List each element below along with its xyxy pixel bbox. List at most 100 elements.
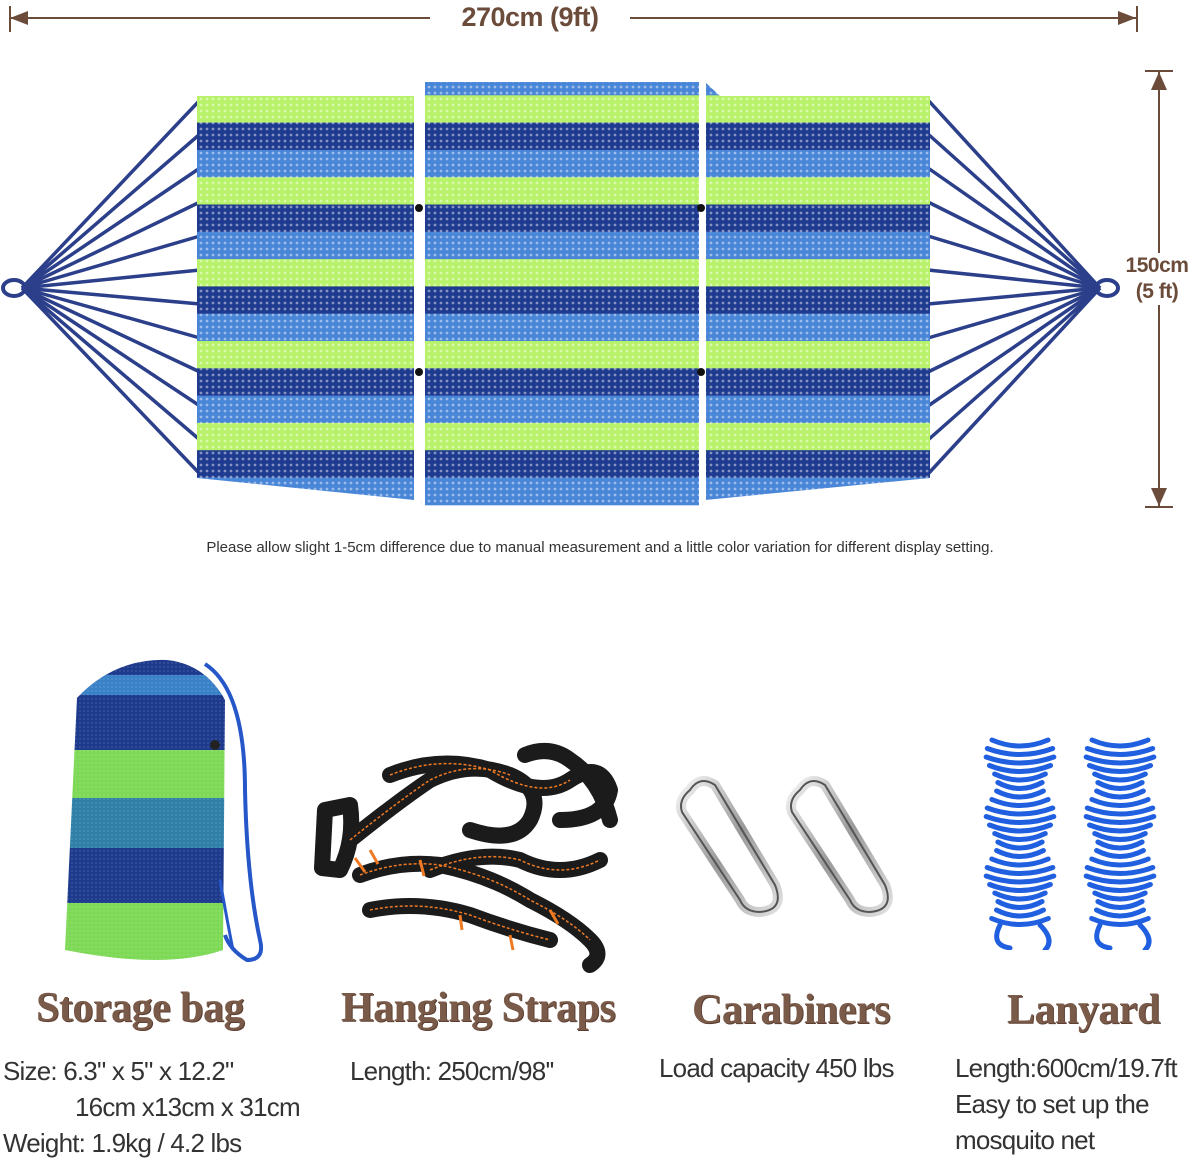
rope-strand bbox=[21, 200, 201, 290]
lanyard-coil bbox=[1083, 754, 1157, 766]
rope-strand bbox=[927, 200, 1101, 290]
lanyard-note-line2: mosquito net bbox=[955, 1125, 1095, 1155]
measurement-note: Please allow slight 1-5cm difference due… bbox=[206, 539, 994, 556]
lanyard-coil bbox=[995, 839, 1045, 851]
lanyard-coil bbox=[1095, 899, 1145, 910]
spreader-hole bbox=[415, 368, 423, 376]
lanyard-coil bbox=[989, 737, 1051, 749]
hanging-straps-title: Hanging Straps bbox=[341, 985, 616, 1031]
lanyard-coil bbox=[994, 788, 1046, 800]
rope-strand bbox=[927, 286, 1101, 374]
rope-strand bbox=[20, 98, 202, 290]
lanyard-coil bbox=[1084, 805, 1156, 817]
lanyard-coil bbox=[992, 831, 1048, 842]
lanyard-coil bbox=[987, 822, 1053, 834]
lanyard-coil bbox=[1089, 916, 1151, 927]
lanyard-coil bbox=[989, 916, 1051, 927]
lanyard-image bbox=[983, 737, 1157, 950]
rope-right bbox=[926, 98, 1102, 476]
rope-strand bbox=[927, 268, 1101, 290]
rope-strand bbox=[21, 286, 201, 340]
storage-bag-weight: Weight: 1.9kg / 4.2 lbs bbox=[3, 1128, 242, 1158]
ring-left bbox=[1, 278, 27, 298]
lanyard-coil bbox=[1083, 873, 1157, 885]
lanyard-coil bbox=[983, 814, 1057, 825]
rope-strand bbox=[926, 286, 1102, 476]
lanyard-coil bbox=[989, 856, 1051, 868]
lanyard-coil bbox=[984, 865, 1056, 876]
lanyard-coil bbox=[1095, 839, 1145, 851]
arrow-left-icon bbox=[10, 11, 28, 25]
lanyard-coil bbox=[987, 882, 1053, 893]
rope-strand bbox=[20, 286, 202, 442]
lanyard-coil bbox=[992, 890, 1048, 902]
width-dimension-cap-left bbox=[9, 6, 11, 32]
height-label: 150cm (5 ft) bbox=[1112, 253, 1200, 305]
hammock-bed bbox=[197, 73, 930, 508]
storage-bag-image bbox=[65, 659, 264, 963]
lanyard-coil bbox=[994, 848, 1046, 859]
storage-bag-size-cm: 16cm x13cm x 31cm bbox=[75, 1092, 301, 1122]
hanging-straps-length: Length: 250cm/98'' bbox=[350, 1056, 554, 1086]
height-label-ft: (5 ft) bbox=[1135, 280, 1179, 303]
lanyard-coil bbox=[986, 763, 1054, 774]
rope-strand bbox=[926, 98, 1102, 290]
lanyard-title: Lanyard bbox=[1007, 987, 1160, 1033]
rope-strand bbox=[926, 166, 1102, 290]
lanyard-coil bbox=[1092, 831, 1148, 842]
rope-strand bbox=[20, 132, 202, 290]
lanyard-coil bbox=[1084, 865, 1156, 876]
width-dimension-cap-right bbox=[1136, 6, 1138, 32]
lanyard-coil bbox=[1092, 771, 1148, 783]
spreader-hole bbox=[697, 368, 705, 376]
lanyard-coil bbox=[1087, 882, 1153, 893]
lanyard-coil bbox=[995, 780, 1045, 791]
spreader-hole bbox=[415, 204, 423, 212]
arrow-up-icon bbox=[1151, 72, 1167, 90]
lanyard-coil bbox=[989, 797, 1051, 808]
rope-strand bbox=[20, 286, 202, 476]
ring-right bbox=[1094, 278, 1120, 298]
rope-strand bbox=[927, 286, 1101, 306]
rope-strand bbox=[21, 166, 201, 290]
lanyard-coil bbox=[1094, 788, 1146, 800]
carabiners-image bbox=[676, 776, 893, 918]
height-dimension-cap-bottom bbox=[1145, 506, 1173, 508]
lanyard-coil bbox=[1086, 763, 1154, 774]
rope-strand bbox=[21, 286, 201, 374]
lanyard-end bbox=[1094, 922, 1152, 950]
carabiners-capacity: Load capacity 450 lbs bbox=[659, 1053, 895, 1083]
lanyard-coil bbox=[1089, 737, 1151, 749]
rope-strand bbox=[926, 132, 1102, 290]
lanyard-coil bbox=[1094, 848, 1146, 859]
lanyard-coil bbox=[984, 746, 1056, 757]
storage-bag-title: Storage bag bbox=[36, 985, 245, 1031]
lanyard-coil bbox=[992, 771, 1048, 783]
lanyard-note-line1: Easy to set up the bbox=[955, 1089, 1150, 1119]
lanyard-coil bbox=[1089, 797, 1151, 808]
lanyard-coil bbox=[1084, 746, 1156, 757]
lanyard-length: Length:600cm/19.7ft bbox=[955, 1053, 1178, 1083]
hanging-straps-image bbox=[314, 743, 618, 973]
lanyard-coil bbox=[984, 805, 1056, 817]
lanyard-end bbox=[994, 922, 1052, 950]
arrow-down-icon bbox=[1151, 488, 1167, 506]
lanyard-coil bbox=[994, 907, 1046, 919]
height-dimension-cap-top bbox=[1145, 70, 1173, 72]
carabiners-title: Carabiners bbox=[692, 987, 891, 1033]
height-label-cm: 150cm bbox=[1125, 254, 1189, 277]
lanyard-coil bbox=[983, 754, 1057, 766]
hammock-illustration bbox=[1, 73, 1120, 508]
lanyard-coil bbox=[1094, 907, 1146, 919]
lanyard-coil bbox=[1092, 890, 1148, 902]
lanyard-coil bbox=[1087, 822, 1153, 834]
lanyard-coil bbox=[1095, 780, 1145, 791]
rope-strand bbox=[21, 286, 201, 306]
rope-strand bbox=[927, 286, 1101, 340]
rope-strand bbox=[21, 234, 201, 290]
rope-strand bbox=[927, 234, 1101, 290]
width-label: 270cm (9ft) bbox=[430, 2, 630, 33]
lanyard-coil bbox=[1083, 814, 1157, 825]
spreader-hole bbox=[697, 204, 705, 212]
rope-strand bbox=[926, 286, 1102, 442]
